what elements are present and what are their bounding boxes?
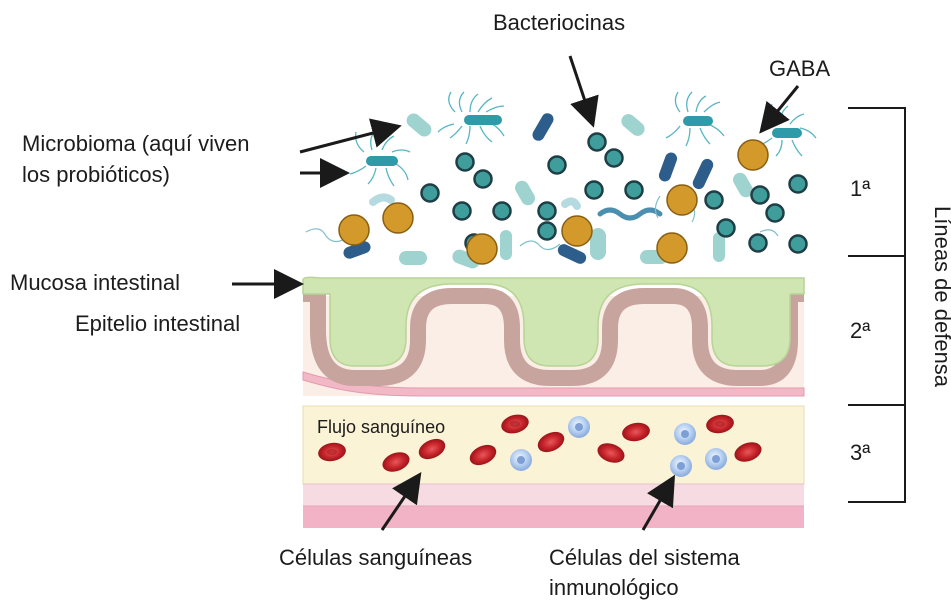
mucosa-label: Mucosa intestinal xyxy=(10,270,180,296)
epitelio-label: Epitelio intestinal xyxy=(75,311,240,337)
microbiome-layer xyxy=(306,92,816,270)
defense-lines-title: Líneas de defensa xyxy=(929,206,951,387)
first-line-label: 1ª xyxy=(850,176,870,202)
second-line-label: 2ª xyxy=(850,318,870,344)
celulas-sanguineas-label: Células sanguíneas xyxy=(279,545,472,571)
celulas-inmune-label-line1: Células del sistema xyxy=(549,545,740,571)
microbioma-label-line2: los probióticos) xyxy=(22,162,170,188)
flujo-label: Flujo sanguíneo xyxy=(317,416,445,438)
third-line-label: 3ª xyxy=(850,440,870,466)
gaba-label: GABA xyxy=(769,56,830,82)
celulas-inmune-label-line2: inmunológico xyxy=(549,575,679,601)
intestinal-wall xyxy=(303,277,804,396)
microbioma-label-line1: Microbioma (aquí viven xyxy=(22,131,249,157)
bacterium-rod xyxy=(464,115,502,125)
bacteriocinas-label: Bacteriocinas xyxy=(493,10,625,36)
